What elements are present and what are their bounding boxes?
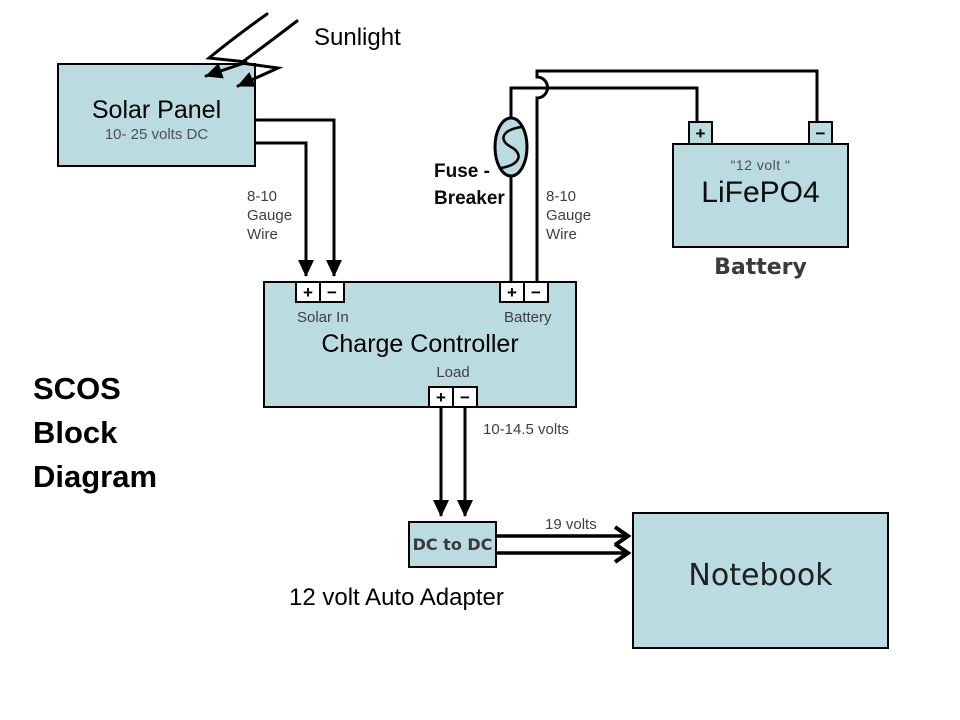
solar-in-label: Solar In <box>297 309 349 326</box>
fuse-breaker-label: Fuse - Breaker <box>434 161 505 209</box>
battery-rating: "12 volt " <box>730 157 791 173</box>
dc-to-notebook-wires <box>497 525 632 564</box>
controller-battery-minus-terminal: − <box>523 281 549 303</box>
output-voltage-label: 19 volts <box>545 516 597 533</box>
load-to-dc-wires <box>433 408 473 517</box>
plus-sign: + <box>436 387 446 407</box>
gauge-wire-label-right: 8-10 Gauge Wire <box>546 188 592 243</box>
solar-panel-title: Solar Panel <box>91 96 222 124</box>
solar-panel-voltage: 10- 25 volts DC <box>104 126 209 143</box>
load-plus-terminal: + <box>428 386 454 408</box>
solar-in-minus-terminal: − <box>319 281 345 303</box>
plus-sign: + <box>695 123 706 143</box>
diagram-title: SCOS Block Diagram <box>33 371 158 494</box>
controller-battery-plus-terminal: + <box>499 281 525 303</box>
solar-panel-box: Solar Panel 10- 25 volts DC <box>57 63 256 167</box>
charge-controller-title: Charge Controller <box>321 330 519 358</box>
load-voltage-label: 10-14.5 volts <box>483 421 569 438</box>
dc-converter-box: DC to DC <box>408 521 497 568</box>
plus-sign: + <box>303 282 313 302</box>
battery-chemistry: LiFePO4 <box>701 176 820 209</box>
solar-in-plus-terminal: + <box>295 281 321 303</box>
dc-converter-title: DC to DC <box>412 535 493 554</box>
adapter-caption: 12 volt Auto Adapter <box>289 584 504 611</box>
minus-sign: − <box>531 282 541 302</box>
battery-box: "12 volt " LiFePO4 <box>672 143 849 248</box>
sunlight-label: Sunlight <box>314 24 401 51</box>
load-label: Load <box>436 364 470 381</box>
gauge-wire-label-left: 8-10 Gauge Wire <box>247 188 293 243</box>
minus-sign: − <box>327 282 337 302</box>
plus-sign: + <box>507 282 517 302</box>
minus-sign: − <box>815 123 826 143</box>
minus-sign: − <box>460 387 470 407</box>
battery-plus-terminal: + <box>688 121 713 145</box>
notebook-box: Notebook <box>632 512 889 649</box>
load-minus-terminal: − <box>452 386 478 408</box>
controller-battery-label: Battery <box>504 309 552 326</box>
battery-minus-terminal: − <box>808 121 833 145</box>
battery-caption: Battery <box>714 255 807 280</box>
notebook-title: Notebook <box>688 558 833 593</box>
